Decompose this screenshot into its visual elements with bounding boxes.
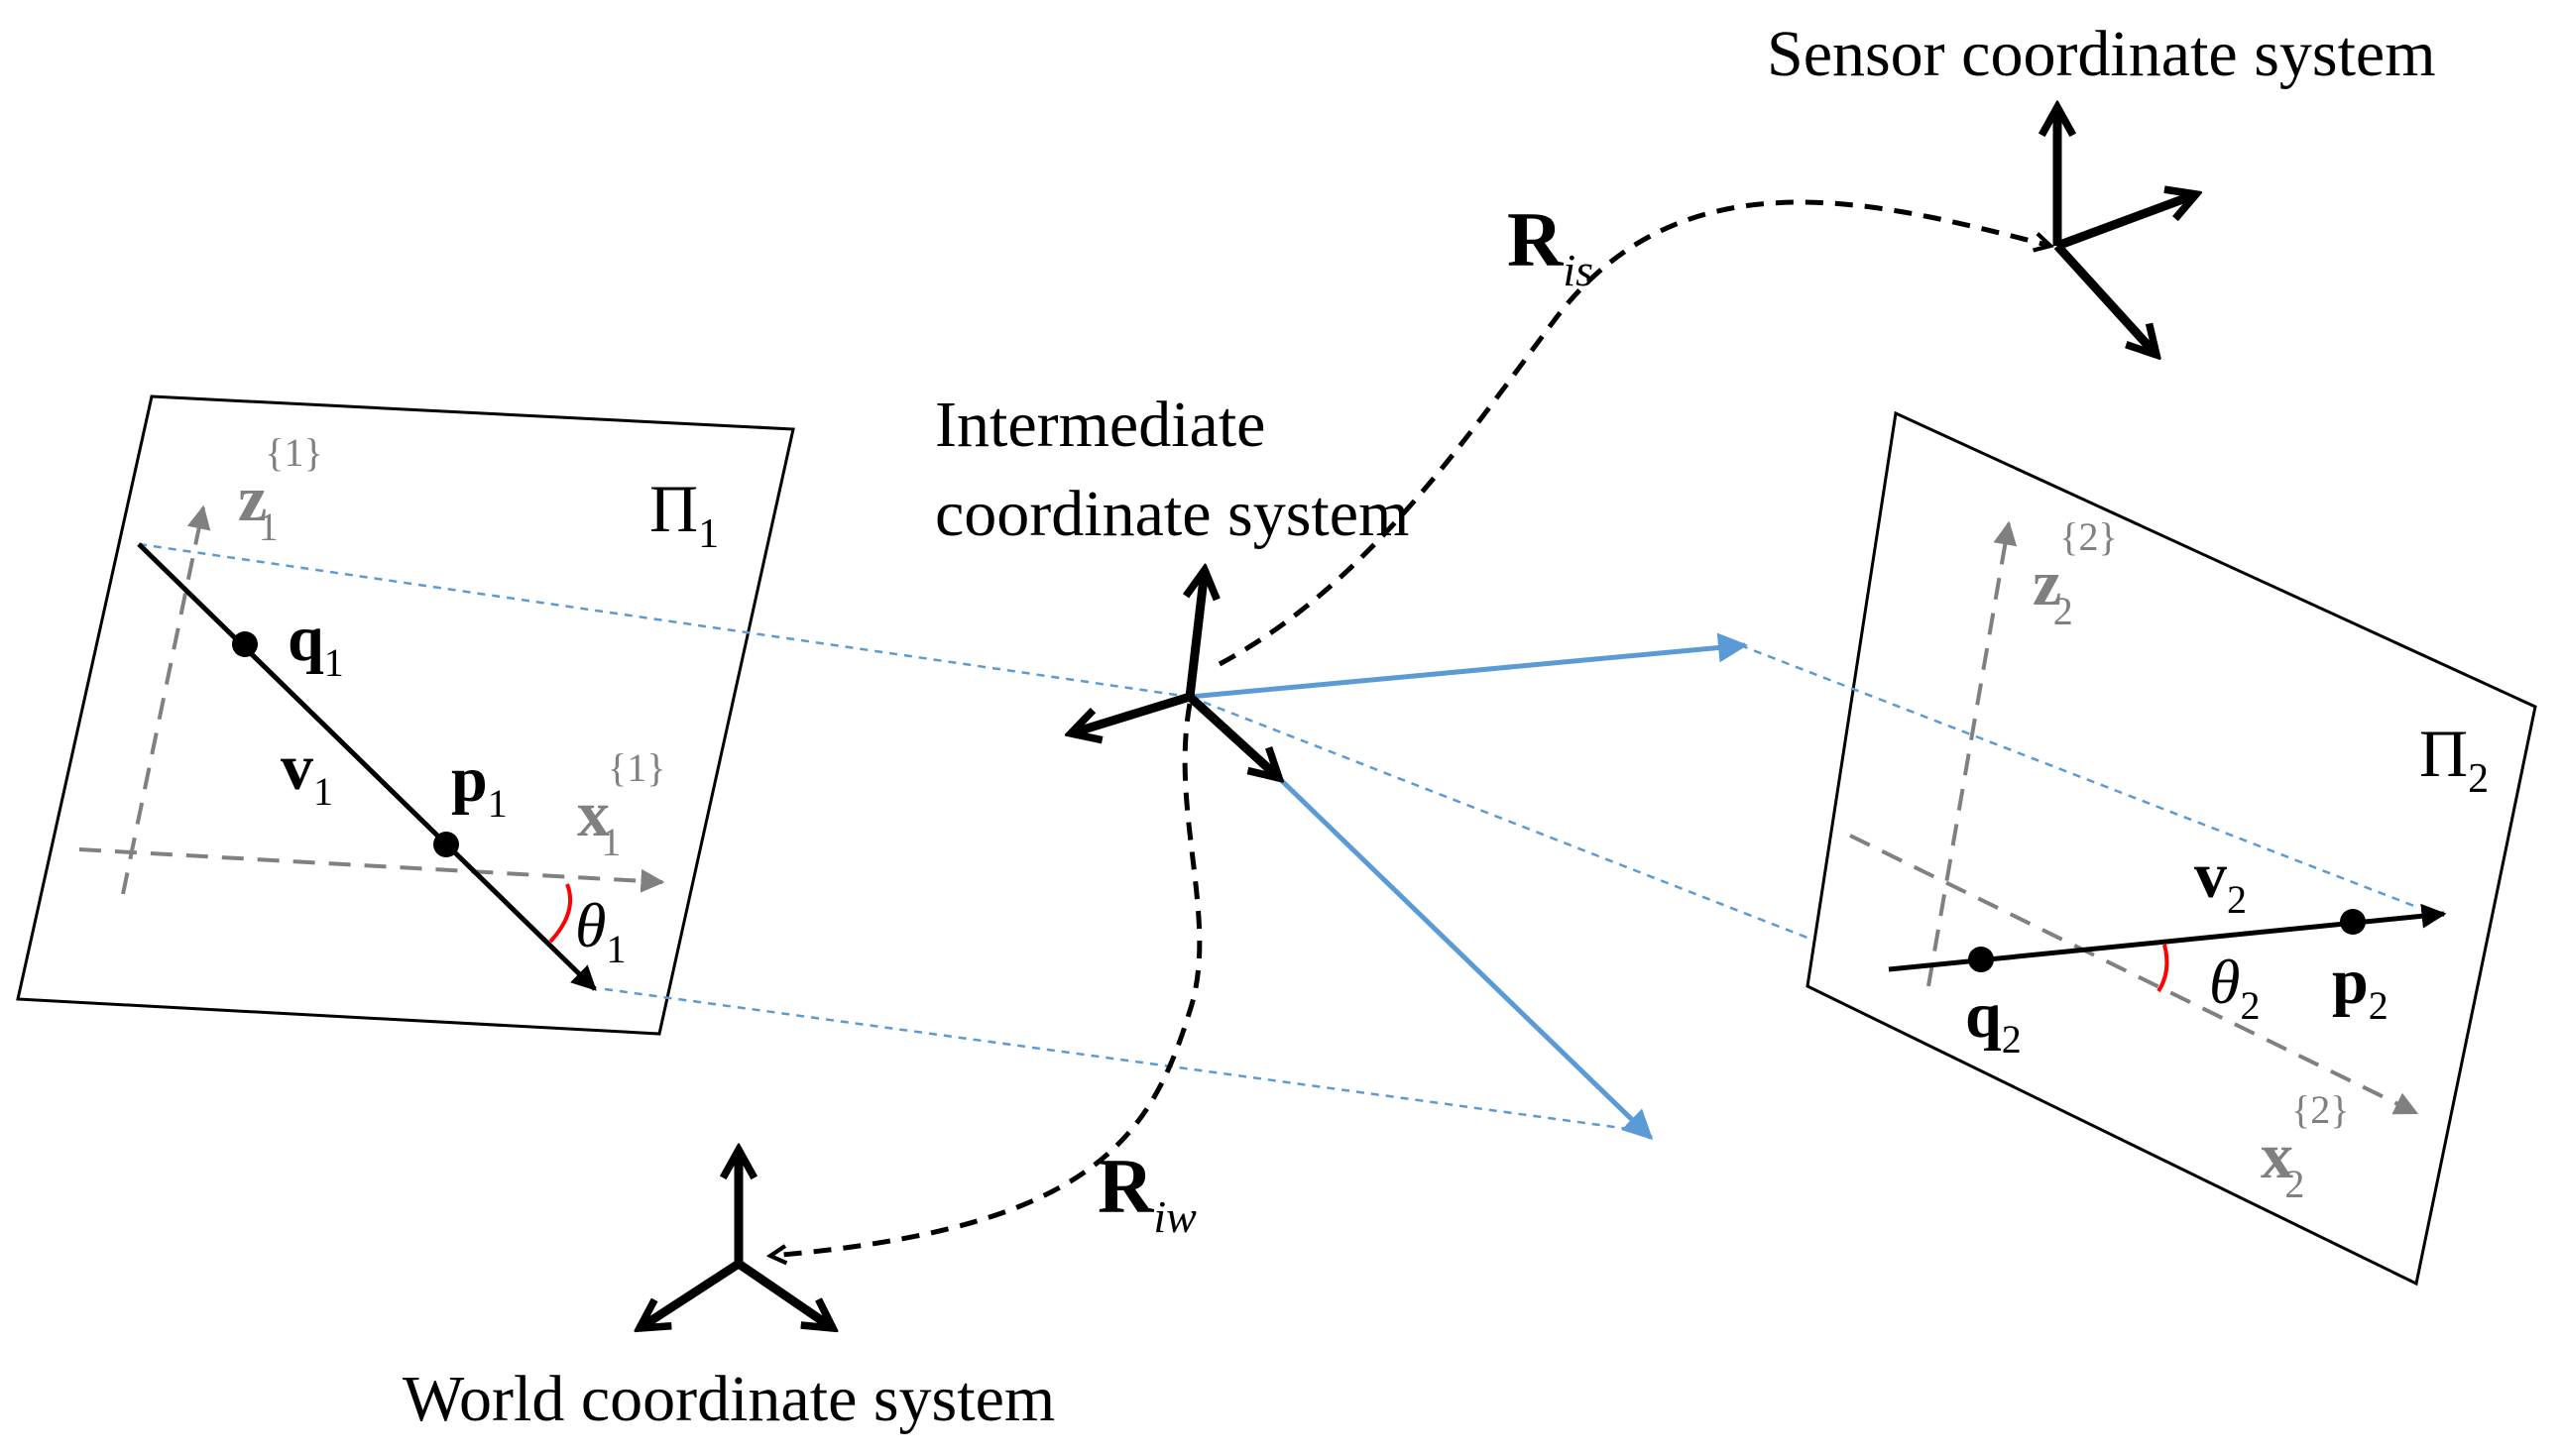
plane-1-z-axis: [121, 504, 211, 895]
plane-1-name: Π1: [649, 471, 719, 557]
plane-1-x-axis: [78, 847, 665, 893]
rotation-curve-is: [1218, 199, 2050, 667]
intermediate-projection-arrow-down: [1277, 776, 1654, 1141]
angle-theta2-label: θ2: [2209, 947, 2260, 1028]
sensor-frame: [2057, 107, 2196, 355]
angle-arc-theta2: [2156, 944, 2169, 993]
intermediate-frame-label-line2: coordinate system: [935, 478, 1409, 550]
world-frame: [640, 1150, 833, 1328]
intermediate-frame: [1071, 570, 1279, 778]
intermediate-frame-label-line1: Intermediate: [935, 389, 1265, 461]
plane-2-x-axis-label: x{2}2: [2261, 1087, 2349, 1206]
point-p2-label: p2: [2332, 946, 2388, 1028]
line-v1-label: v1: [281, 731, 333, 814]
rotation-curve-iw: [770, 703, 1203, 1256]
plane-1-z-axis-label: z{1}1: [238, 430, 323, 549]
point-q1: [232, 631, 258, 657]
point-q2: [1968, 947, 1994, 972]
point-p2: [2340, 909, 2366, 935]
plane-2-z-axis: [1926, 520, 2018, 987]
angle-arc-theta1: [548, 883, 572, 944]
sensor-frame-label: Sensor coordinate system: [1767, 18, 2436, 90]
point-p1-label: p1: [451, 743, 508, 826]
rotation-label-is: Ris: [1507, 196, 1593, 295]
world-frame-label: World coordinate system: [403, 1363, 1055, 1435]
plane-2-name: Π2: [2419, 716, 2489, 802]
plane-2-z-axis-label: z{2}2: [2033, 514, 2118, 633]
intermediate-projection-arrow-right: [1189, 632, 1748, 700]
plane-1-outline: [16, 394, 795, 1036]
point-p1: [433, 832, 459, 857]
point-q2-label: q2: [1965, 979, 2022, 1062]
point-q1-label: q1: [288, 603, 344, 685]
angle-theta1-label: θ1: [575, 890, 626, 971]
line-v2-label: v2: [2194, 840, 2247, 922]
projection-lines: [138, 542, 2420, 1132]
plane-1-x-axis-label: x{1}1: [577, 745, 665, 864]
line-v1: [137, 542, 597, 991]
rotation-label-iw: Riw: [1098, 1143, 1197, 1242]
plane-2-outline: [1806, 410, 2537, 1287]
